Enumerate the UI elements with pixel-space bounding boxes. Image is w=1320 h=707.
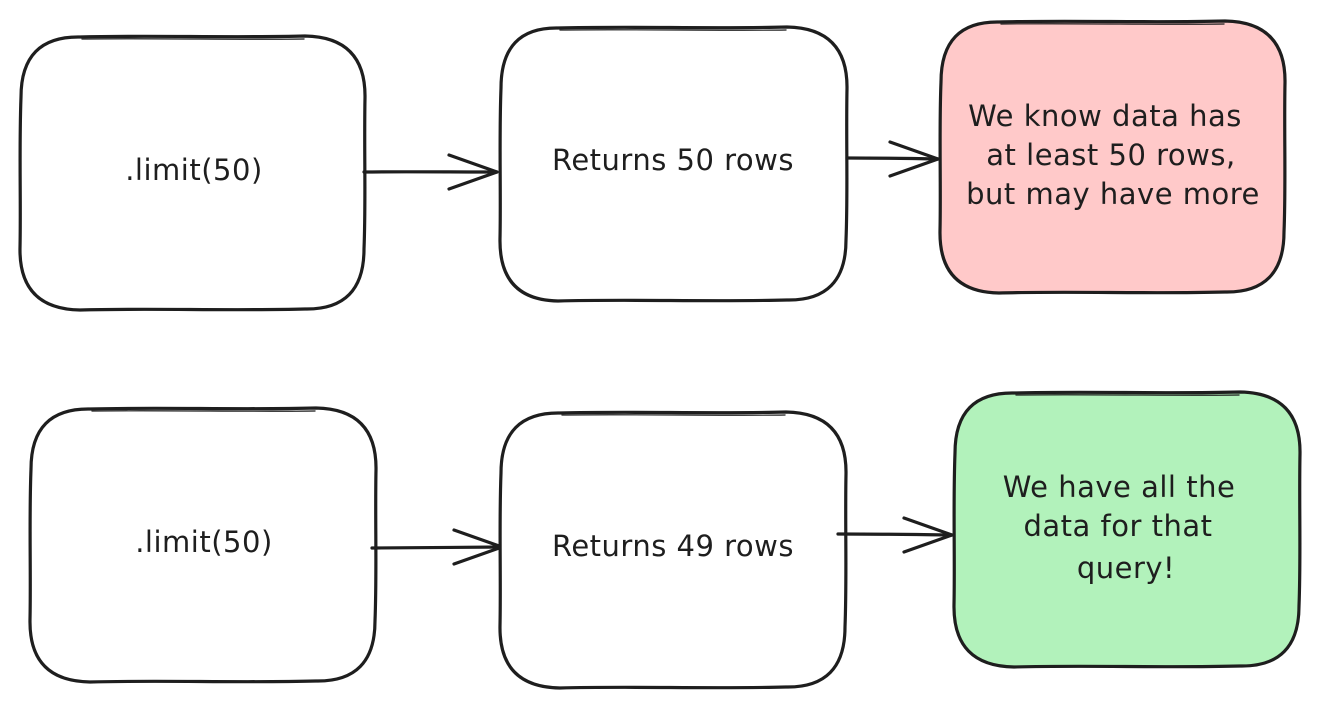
flow-row-limit-49-rows: .limit(50) Returns 49 rows We have all t… [28,390,1302,690]
arrow-result-to-conclusion [836,516,954,554]
conclusion-box-uncertain[interactable]: We know data has at least 50 rows, but m… [938,19,1287,295]
result-box[interactable]: Returns 49 rows [498,410,848,690]
query-box[interactable]: .limit(50) [28,406,378,684]
conclusion-line-3: but may have more [966,177,1260,211]
arrow-query-to-result [370,528,504,566]
flow-row-limit-50-rows: .limit(50) Returns 50 rows We know data … [18,19,1287,312]
result-label: Returns 49 rows [552,529,794,563]
arrow-query-to-result [362,153,499,191]
result-label: Returns 50 rows [552,143,794,177]
conclusion-line-1: We have all the [1003,470,1236,504]
arrow-result-to-conclusion [845,140,940,178]
conclusion-line-3: query! [1077,551,1175,585]
result-box[interactable]: Returns 50 rows [498,25,849,303]
conclusion-box-complete[interactable]: We have all the data for that query! [952,390,1302,669]
query-label: .limit(50) [125,153,263,187]
query-label: .limit(50) [135,525,273,559]
query-box[interactable]: .limit(50) [18,34,367,312]
conclusion-line-2: at least 50 rows, [986,138,1235,172]
conclusion-line-2: data for that [1023,509,1212,543]
conclusion-line-1: We know data has [968,99,1242,133]
